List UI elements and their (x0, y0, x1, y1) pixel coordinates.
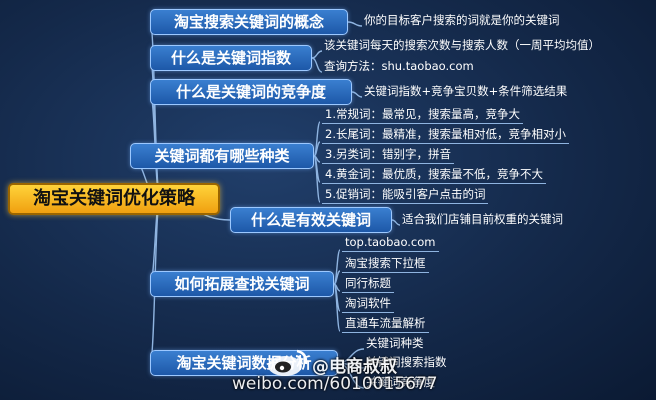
leaf-find-ztc-traffic: 直通车流量解析 (342, 315, 429, 333)
leaf-analysis-types: 关键词种类 (366, 336, 424, 350)
connector-branch-leaf (311, 50, 323, 59)
leaf-keyword-concept: 你的目标客户搜索的词就是你的关键词 (364, 13, 560, 27)
connector-branch-leaf (333, 283, 341, 332)
branch-keyword-index: 什么是关键词指数 (150, 45, 312, 71)
branch-find-keywords: 如何拓展查找关键词 (150, 271, 334, 297)
leaf-keyword-type-regular: 1.常规词：最常见，搜索量高，竞争大 (322, 106, 523, 124)
branch-keyword-competition: 什么是关键词的竞争度 (150, 79, 352, 105)
branch-keyword-types: 关键词都有哪些种类 (130, 143, 314, 169)
leaf-keyword-index-query: 查询方法：shu.taobao.com (324, 59, 474, 73)
leaf-analysis-competition: 关键词竞争度 (366, 375, 435, 389)
watermark-url: weibo.com/6010015677 (232, 374, 438, 394)
leaf-effective-keywords: 适合我们店铺目前权重的关键词 (402, 212, 563, 226)
leaf-find-competitor-titles: 同行标题 (342, 275, 394, 293)
connector-branch-leaf (313, 155, 321, 203)
leaf-keyword-type-longtail: 2.长尾词：最精准，搜索量相对低，竞争相对小 (322, 126, 569, 144)
leaf-keyword-competition: 关键词指数+竞争宝贝数+条件筛选结果 (364, 84, 568, 98)
leaf-keyword-type-promotion: 5.促销词：能吸引客户点击的词 (322, 186, 489, 204)
connector-branch-leaf (311, 57, 323, 73)
branch-keyword-concept: 淘宝搜索关键词的概念 (150, 9, 348, 35)
branch-effective-keywords: 什么是有效关键词 (230, 207, 392, 233)
watermark-handle: @电商叔叔 (312, 357, 397, 377)
connector-branch-leaf (351, 91, 363, 98)
connector-branch-leaf (337, 362, 365, 389)
leaf-keyword-type-alternative: 3.另类词：错别字，拼音 (322, 146, 454, 164)
leaf-find-search-dropdown: 淘宝搜索下拉框 (342, 255, 429, 273)
central-topic: 淘宝关键词优化策略 (8, 183, 220, 215)
leaf-find-taoci-software: 淘词软件 (342, 295, 394, 313)
leaf-find-topsite: top.taobao.com (342, 234, 439, 252)
leaf-keyword-type-golden: 4.黄金词：最优质，搜索量不低，竞争不大 (322, 166, 546, 184)
connector-branch-leaf (391, 219, 401, 226)
weibo-logo-icon (268, 349, 308, 376)
leaf-analysis-search-index: 关键词搜索指数 (366, 355, 447, 369)
connector-branch-leaf (347, 21, 363, 27)
leaf-keyword-index-definition: 该关键词每天的搜索次数与搜索人数（一周平均均值） (324, 38, 600, 52)
